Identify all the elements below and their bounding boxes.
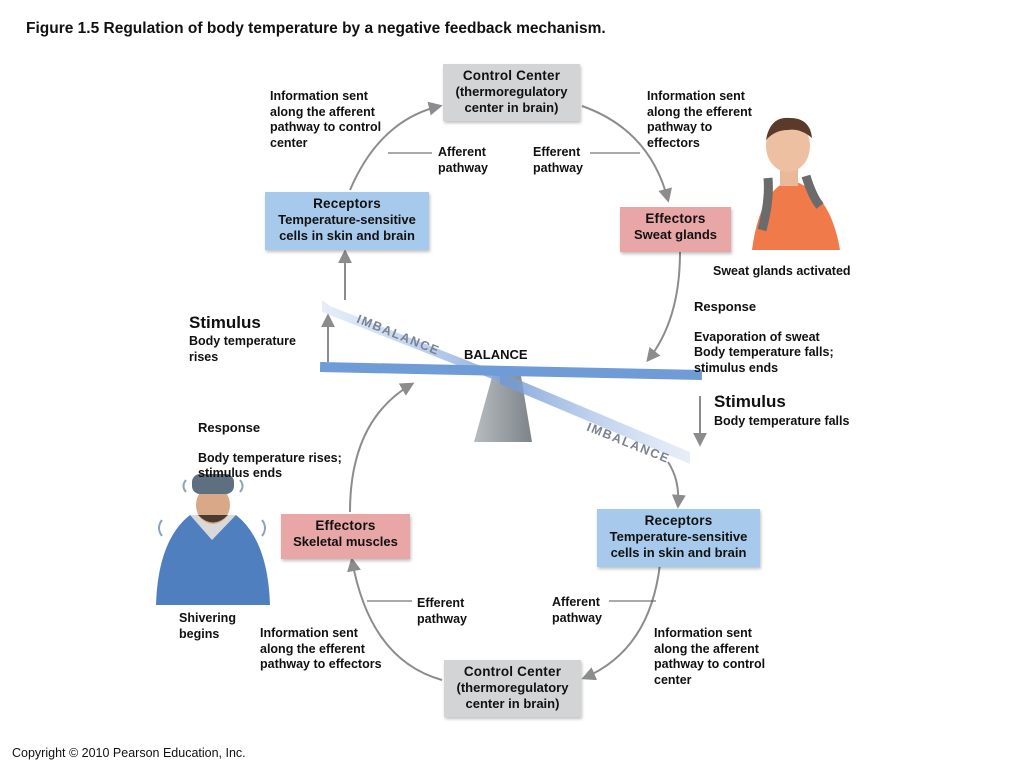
afferent-info-top: Information sent along the afferent path… <box>270 89 382 150</box>
efferent-info-top: Information sent along the efferent path… <box>647 89 752 150</box>
receptors-sub: Temperature-sensitive cells in skin and … <box>609 529 748 560</box>
control-center-top: Control Center (thermoregulatory center … <box>443 64 580 121</box>
control-center-heading: Control Center <box>462 68 561 83</box>
afferent-pathway-label-bottom: Afferent pathway <box>552 595 603 625</box>
receptors-heading: Receptors <box>644 513 713 528</box>
control-center-sub: (thermoregulatory center in brain) <box>456 680 569 711</box>
response-bottom-heading: Response <box>198 419 261 435</box>
shivering-person-illustration <box>156 474 270 605</box>
afferent-info-bottom: Information sent along the afferent path… <box>654 626 766 687</box>
effectors-sub: Sweat glands <box>633 227 718 242</box>
effectors-sub: Skeletal muscles <box>293 534 398 549</box>
effectors-top: Effectors Sweat glands <box>620 207 731 252</box>
efferent-pathway-label-top: Efferent pathway <box>533 145 584 175</box>
response-bottom: Response Body temperature rises; stimulu… <box>198 404 342 497</box>
effectors-heading: Effectors <box>315 518 376 533</box>
arrow-receptor-to-control-bottom <box>581 563 661 681</box>
stimulus-top-heading: Stimulus <box>189 313 261 332</box>
afferent-pathway-label-top: Afferent pathway <box>438 145 489 175</box>
effectors-heading: Effectors <box>645 211 706 226</box>
response-top-body: Evaporation of sweat Body temperature fa… <box>694 329 834 375</box>
receptors-bottom: Receptors Temperature-sensitive cells in… <box>597 509 760 567</box>
figure-title: Figure 1.5 Regulation of body temperatur… <box>26 20 606 37</box>
receptors-heading: Receptors <box>313 196 381 211</box>
copyright-notice: Copyright © 2010 Pearson Education, Inc. <box>12 746 246 760</box>
beam-balance <box>319 362 703 381</box>
response-top: Response Evaporation of sweat Body tempe… <box>694 283 834 392</box>
beam-tilt-top <box>322 300 506 382</box>
beam-tilt-bottom <box>500 372 690 464</box>
arrow-control-to-effector-bottom <box>347 557 443 681</box>
receptors-sub: Temperature-sensitive cells in skin and … <box>278 212 416 243</box>
sweat-caption: Sweat glands activated <box>713 264 851 278</box>
arrow-balance-to-receptor-bottom <box>667 461 686 509</box>
arrow-receptor-to-control-top <box>349 101 443 191</box>
arrow-control-to-effector-top <box>581 105 672 203</box>
receptors-top: Receptors Temperature-sensitive cells in… <box>265 192 429 250</box>
control-center-heading: Control Center <box>463 664 562 679</box>
efferent-info-bottom: Information sent along the efferent path… <box>260 626 382 671</box>
efferent-pathway-label-bottom: Efferent pathway <box>417 596 468 626</box>
sweating-person-illustration <box>752 117 840 250</box>
effectors-bottom: Effectors Skeletal muscles <box>281 514 410 559</box>
control-center-bottom: Control Center (thermoregulatory center … <box>444 660 581 717</box>
response-top-heading: Response <box>694 298 757 314</box>
arrow-effector-to-balance-top <box>646 251 681 363</box>
stimulus-top-body: Body temperature rises <box>189 334 296 364</box>
response-bottom-body: Body temperature rises; stimulus ends <box>198 450 342 481</box>
shiver-caption: Shivering begins <box>179 611 236 641</box>
stimulus-bottom-body: Body temperature falls <box>714 414 850 428</box>
arrow-effector-to-balance-bottom <box>349 382 415 513</box>
control-center-sub: (thermoregulatory center in brain) <box>455 84 568 115</box>
balance-label: BALANCE <box>464 347 528 362</box>
stimulus-bottom-heading: Stimulus <box>714 392 786 411</box>
